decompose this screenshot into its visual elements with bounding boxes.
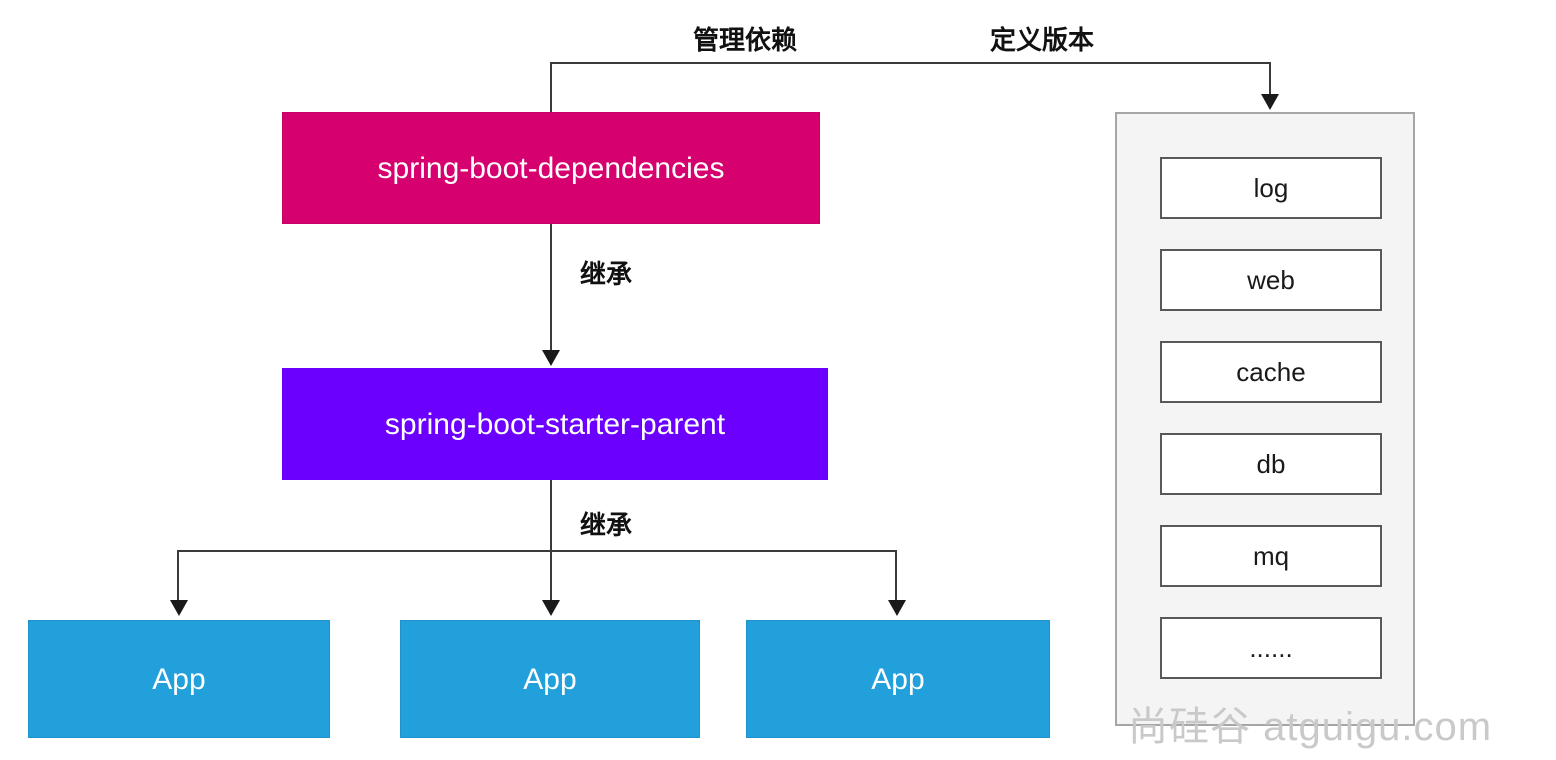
arrowhead-to-panel bbox=[1261, 94, 1279, 110]
arrowhead-to-app-3 bbox=[888, 600, 906, 616]
panel-item-mq[interactable]: mq bbox=[1160, 525, 1382, 587]
connector-dependencies-up bbox=[550, 62, 552, 112]
edge-label-inherit-1: 继承 bbox=[580, 259, 633, 289]
node-app-3[interactable]: App bbox=[746, 620, 1050, 738]
panel-item-log[interactable]: log bbox=[1160, 157, 1382, 219]
edge-label-define-version: 定义版本 bbox=[990, 25, 1095, 55]
watermark-atguigu: 尚硅谷 atguigu.com bbox=[1128, 705, 1493, 749]
connector-dependencies-to-parent bbox=[550, 224, 552, 352]
panel-item-cache[interactable]: cache bbox=[1160, 341, 1382, 403]
panel-item-ellipsis[interactable]: ...... bbox=[1160, 617, 1382, 679]
connector-branch-left bbox=[177, 550, 179, 602]
arrowhead-to-app-2 bbox=[542, 600, 560, 616]
connector-top-horizontal bbox=[550, 62, 1271, 64]
edge-label-manage-dependencies: 管理依赖 bbox=[693, 25, 798, 55]
connector-panel-down bbox=[1269, 62, 1271, 96]
connector-parent-stem bbox=[550, 480, 552, 552]
node-app-1[interactable]: App bbox=[28, 620, 330, 738]
starter-panel: log web cache db mq ...... bbox=[1115, 112, 1415, 726]
node-spring-boot-dependencies[interactable]: spring-boot-dependencies bbox=[282, 112, 820, 224]
panel-item-web[interactable]: web bbox=[1160, 249, 1382, 311]
connector-branch-right bbox=[895, 550, 897, 602]
arrowhead-to-parent bbox=[542, 350, 560, 366]
node-spring-boot-starter-parent[interactable]: spring-boot-starter-parent bbox=[282, 368, 828, 480]
edge-label-inherit-2: 继承 bbox=[580, 510, 633, 540]
connector-branch-bar bbox=[177, 550, 896, 552]
node-app-2[interactable]: App bbox=[400, 620, 700, 738]
connector-branch-middle bbox=[550, 550, 552, 602]
arrowhead-to-app-1 bbox=[170, 600, 188, 616]
panel-item-db[interactable]: db bbox=[1160, 433, 1382, 495]
